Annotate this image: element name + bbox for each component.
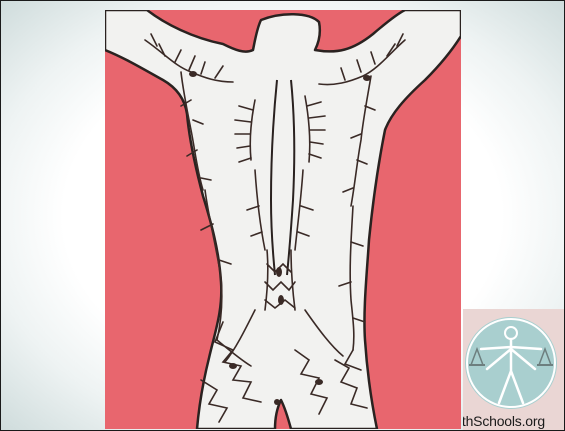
lymphatic-vessels-back-icon — [105, 10, 461, 429]
lymphatic-illustration — [105, 10, 461, 429]
vitruvian-scales-logo-icon — [463, 309, 564, 413]
logo-text: lthSchools.org — [463, 413, 564, 429]
healthschools-logo: lthSchools.org — [463, 309, 564, 430]
